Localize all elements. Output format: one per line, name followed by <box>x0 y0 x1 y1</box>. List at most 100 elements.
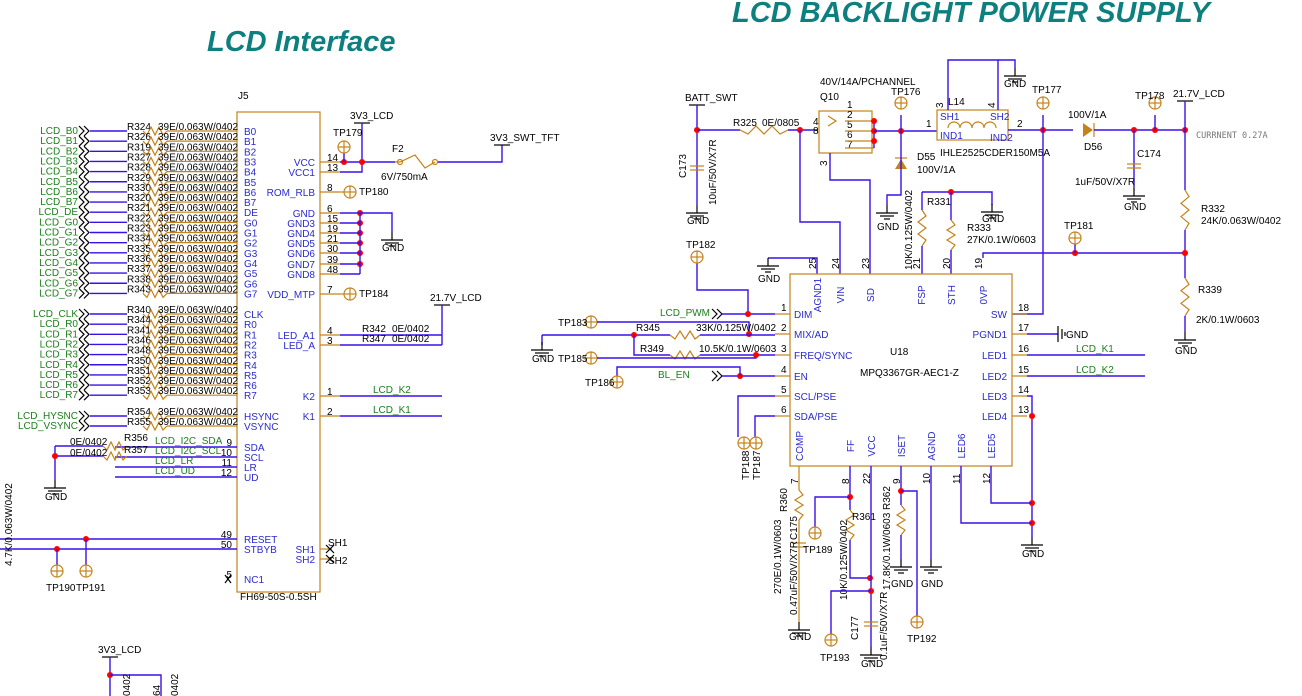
current-note: CURRNENT 0.27A <box>1196 131 1268 141</box>
wire <box>990 466 1032 504</box>
test-point-icon <box>690 250 704 264</box>
pin-number: 11 <box>222 458 233 469</box>
j5-pin-name: K2 <box>303 392 316 403</box>
resistor-symbol <box>142 125 168 137</box>
u18-pin-name: AGND <box>927 432 938 461</box>
off-page-connector-icon <box>83 176 90 188</box>
resistor-symbol <box>793 489 805 521</box>
pin-number: SH2 <box>328 556 348 567</box>
resistor-ref: R322 <box>127 213 151 224</box>
j5-pin-name: GND3 <box>287 219 315 230</box>
pin-number: 17 <box>1018 323 1030 334</box>
power-rail-label: 3V3_LCD <box>98 645 141 656</box>
off-page-connector-icon <box>83 420 90 432</box>
ground-icon <box>757 265 779 273</box>
j5-pin-name: G2 <box>244 239 258 250</box>
tp176-label: TP176 <box>891 87 921 98</box>
power-rail-label: 3V3_SWT_TFT <box>490 133 559 144</box>
off-page-connector-icon <box>83 328 90 340</box>
resistor-ref: R356 <box>124 433 148 444</box>
pin-number: 18 <box>1018 303 1030 314</box>
resistor-symbol <box>142 247 168 259</box>
d56-ref: D56 <box>1084 142 1103 153</box>
resistor-value: 39E/0.063W/0402 <box>158 132 238 143</box>
resistor-symbol <box>142 308 168 320</box>
pin-number: 20 <box>942 257 953 269</box>
pin-number: 1 <box>327 387 333 398</box>
resistor-symbol <box>142 257 168 269</box>
test-point-icon <box>79 564 93 578</box>
u18-pin-name: FF <box>846 440 857 452</box>
pin-number: 6 <box>781 405 787 416</box>
l14-value: IHLE2525CDER150M5A <box>940 148 1050 159</box>
q10-mosfet-body <box>818 110 873 154</box>
pin-number: 15 <box>327 214 339 225</box>
tp185-label: TP185 <box>558 354 588 365</box>
pin-number: 19 <box>327 224 339 235</box>
test-point-icon <box>1036 96 1050 110</box>
tp188-label: TP188 <box>741 450 752 480</box>
net-label: LCD_R7 <box>40 390 79 401</box>
pin-number: 3 <box>327 336 333 347</box>
ground-icon <box>890 566 912 574</box>
net-label: LCD_K2 <box>1076 365 1114 376</box>
j5-pin-name: R6 <box>244 381 257 392</box>
pin-number: 2 <box>1017 119 1023 130</box>
j5-pin-name: G3 <box>244 249 258 260</box>
resistor-value: 39E/0.063W/0402 <box>158 244 238 255</box>
pin-number: 3 <box>781 344 787 355</box>
u18-pin-name: SCL/PSE <box>794 392 837 403</box>
off-page-connector-icon <box>83 237 90 249</box>
off-page-connector-icon <box>78 156 85 167</box>
junction-dot <box>871 118 877 124</box>
resistor-ref: R344 <box>127 315 151 326</box>
resistor-value: 39E/0.063W/0402 <box>158 356 238 367</box>
off-page-connector-icon <box>78 206 85 218</box>
resistor-value: 39E/0.063W/0402 <box>158 173 238 184</box>
r331-ref: R331 <box>927 197 951 208</box>
tp177-label: TP177 <box>1032 85 1062 96</box>
power-rail-label: 3V3_LCD <box>350 111 393 122</box>
test-point-icon <box>910 615 924 629</box>
j5-pin-name: K1 <box>303 412 316 423</box>
resistor-ref: R329 <box>127 173 151 184</box>
resistor-symbol <box>142 389 168 401</box>
j5-pin-name: B1 <box>244 137 257 148</box>
junction-dot <box>1029 413 1035 419</box>
net-label: LCD_B5 <box>40 177 78 188</box>
resistor-symbol <box>142 166 168 177</box>
l14-ref: L14 <box>948 97 965 108</box>
tp189-label: TP189 <box>803 545 833 556</box>
pin-number: 30 <box>327 244 339 255</box>
mosfet-diode-symbol <box>827 115 838 127</box>
resistor-value: 0E/0402 <box>392 334 430 345</box>
off-page-connector-icon <box>83 389 90 401</box>
off-page-connector-icon <box>78 247 85 259</box>
net-label: LCD_R1 <box>40 329 79 340</box>
pin-number: SH1 <box>328 538 348 549</box>
resistor-symbol <box>945 219 957 251</box>
pin-number: 12 <box>982 472 993 484</box>
pin-number: 49 <box>221 530 233 541</box>
pin-number: 2 <box>847 110 853 121</box>
pin-number: 25 <box>808 257 819 269</box>
gnd-label: GND <box>1004 79 1026 90</box>
j5-pin-name: G7 <box>244 289 258 300</box>
off-page-connector-icon <box>78 196 85 208</box>
pin-number: 10 <box>221 448 233 459</box>
off-page-connector-icon <box>83 166 90 178</box>
off-page-connector-icon <box>83 379 90 391</box>
j5-pin-name: R7 <box>244 391 257 402</box>
pin-number: 10 <box>922 472 933 484</box>
resistor-value: 39E/0.063W/0402 <box>158 234 238 245</box>
resistor-value: 39E/0.063W/0402 <box>158 142 238 153</box>
pin-number: 3 <box>935 102 946 108</box>
resistor-value: 4.7K/0.063W/0402 <box>4 483 15 566</box>
pin-number: 4 <box>813 117 819 128</box>
pin-number: 5 <box>781 385 787 396</box>
pin-number: 50 <box>221 540 233 551</box>
resistor-value: 39E/0.063W/0402 <box>158 193 238 204</box>
r361-ref: R361 <box>852 512 876 523</box>
gnd-label: GND <box>1066 330 1088 341</box>
net-label: LCD_R6 <box>40 380 79 391</box>
